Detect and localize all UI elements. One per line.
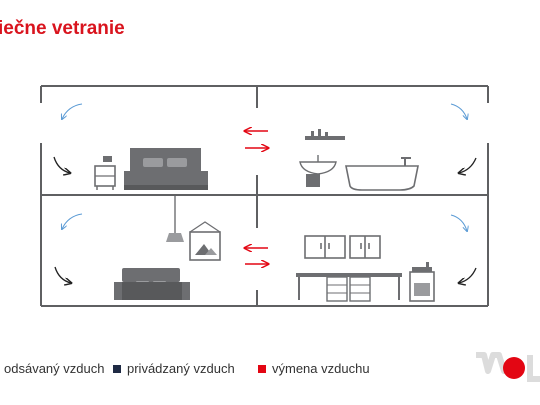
supply-arrow	[54, 266, 71, 283]
legend-swatch-exchange	[258, 364, 266, 373]
legend-swatch-supply	[113, 364, 121, 373]
nightstand-icon	[94, 156, 116, 190]
exhaust-arrow	[450, 214, 467, 231]
stove-icon	[409, 262, 435, 302]
page-title: iečne vetranie	[0, 18, 125, 39]
supply-arrow	[459, 267, 477, 283]
supply-arrows	[53, 156, 477, 283]
bathtub-icon	[345, 157, 419, 191]
lamp-icon	[166, 196, 184, 242]
sink-icon	[299, 129, 345, 187]
exhaust-arrow	[62, 103, 83, 119]
brand-logo-icon	[476, 352, 540, 382]
legend-label-supply: privádzaný vzduch	[127, 361, 235, 376]
exhaust-arrow	[450, 103, 467, 119]
sofa-icon	[114, 268, 190, 300]
exchange-arrows	[245, 131, 268, 264]
legend-label-exchange: výmena vzduchu	[272, 361, 370, 376]
drawers-icon	[296, 273, 402, 302]
exhaust-arrows	[62, 103, 467, 231]
cabinets-icon	[304, 235, 381, 259]
house-walls	[40, 85, 489, 307]
picture-icon	[189, 221, 221, 261]
exhaust-arrow	[62, 213, 83, 229]
legend-item-exchange: výmena vzduchu	[258, 361, 370, 376]
bed-icon	[124, 148, 208, 190]
legend-item-exhaust: odsávaný vzduch	[0, 361, 104, 376]
legend-item-supply: privádzaný vzduch	[113, 361, 235, 376]
legend-label-exhaust: odsávaný vzduch	[4, 361, 105, 376]
supply-arrow	[459, 157, 477, 173]
supply-arrow	[53, 156, 70, 173]
house-diagram	[40, 85, 489, 307]
